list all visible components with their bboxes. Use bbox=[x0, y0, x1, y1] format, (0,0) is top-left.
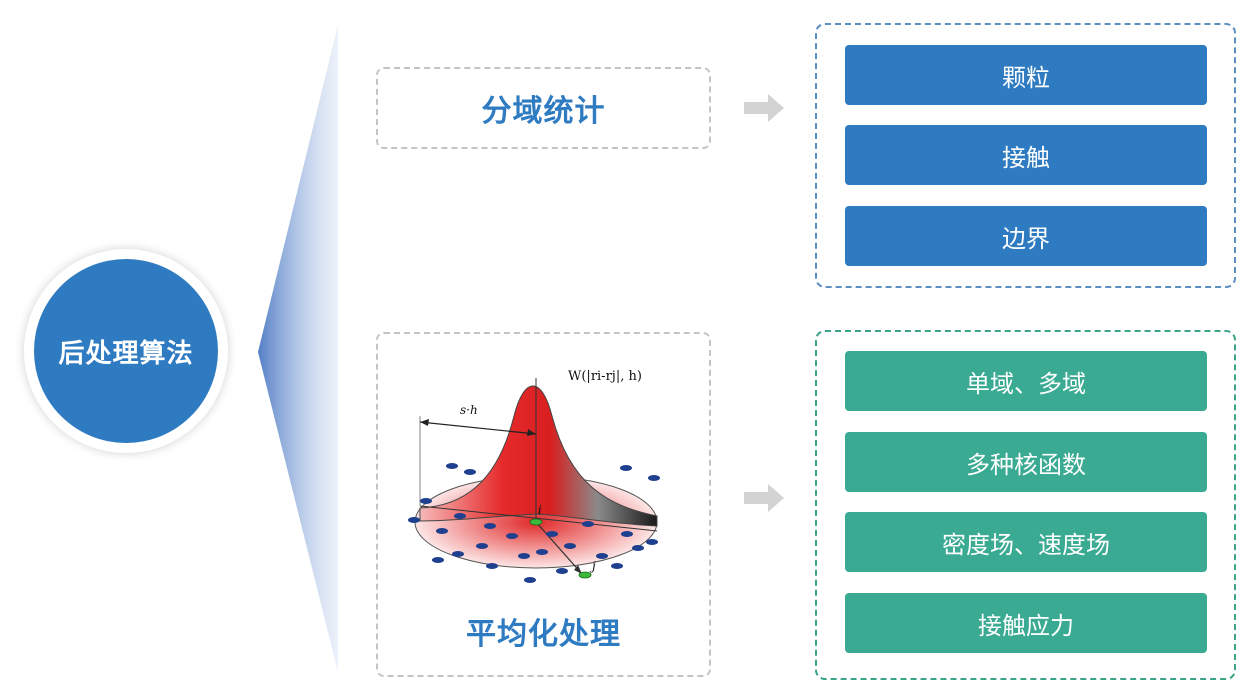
item-single-multi-domain[interactable]: 单域、多域 bbox=[845, 351, 1207, 411]
branch-box-domain-stats: 分域统计 bbox=[376, 67, 711, 149]
domain-stats-items-group: 颗粒 接触 边界 bbox=[815, 23, 1236, 288]
branch-title-domain-stats: 分域统计 bbox=[481, 94, 606, 129]
kernel-function-label: W(|ri-rj|, h) bbox=[568, 369, 642, 384]
item-contact[interactable]: 接触 bbox=[845, 125, 1207, 185]
item-contact-stress[interactable]: 接触应力 bbox=[845, 593, 1207, 653]
hub-circle: 后处理算法 bbox=[24, 249, 228, 453]
branch-box-averaging: W(|ri-rj|, h) s·h i j 平均化处理 bbox=[376, 332, 711, 677]
item-particle[interactable]: 颗粒 bbox=[845, 45, 1207, 105]
item-density-velocity-field[interactable]: 密度场、速度场 bbox=[845, 512, 1207, 572]
kernel-width-label: s·h bbox=[460, 403, 478, 417]
arrow-right-icon bbox=[744, 484, 784, 512]
arrow-right-icon bbox=[744, 94, 784, 122]
particle-j-label: j bbox=[589, 559, 596, 573]
connector-wedge bbox=[258, 25, 338, 672]
averaging-items-group: 单域、多域 多种核函数 密度场、速度场 接触应力 bbox=[815, 330, 1236, 680]
item-kernel-functions[interactable]: 多种核函数 bbox=[845, 432, 1207, 492]
hub-label: 后处理算法 bbox=[34, 259, 218, 443]
particle-i-label: i bbox=[538, 503, 542, 517]
kernel-function-figure: W(|ri-rj|, h) s·h i j bbox=[408, 369, 660, 583]
branch-title-averaging: 平均化处理 bbox=[466, 617, 621, 652]
item-boundary[interactable]: 边界 bbox=[845, 206, 1207, 266]
